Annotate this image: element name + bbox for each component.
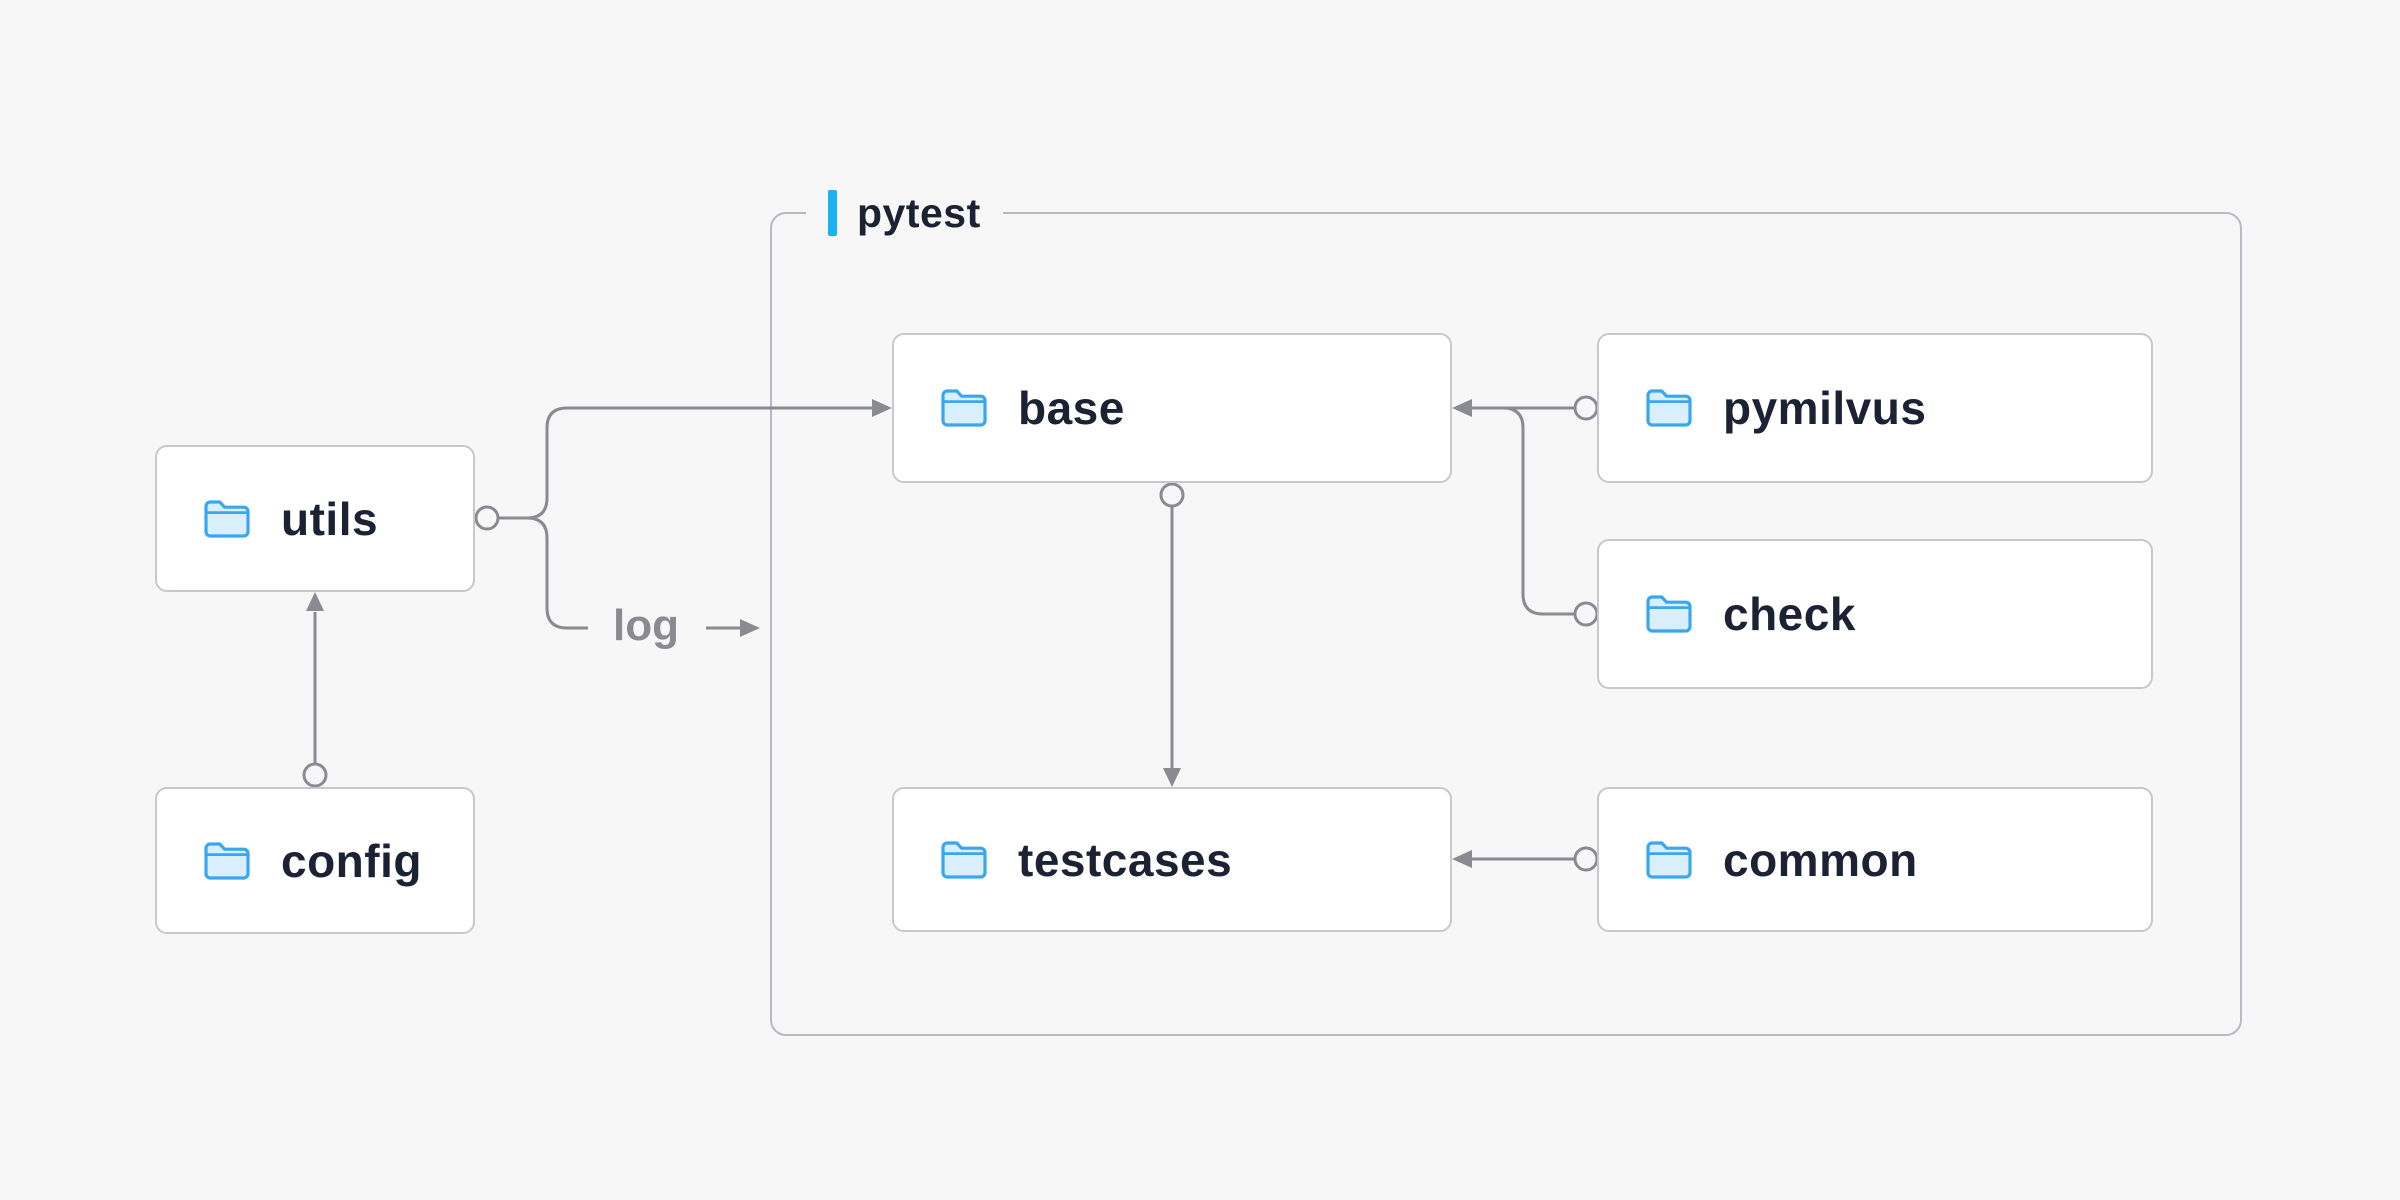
node-utils: utils bbox=[155, 445, 475, 592]
node-base: base bbox=[892, 333, 1452, 483]
log-edge-label: log bbox=[613, 601, 679, 650]
node-testcases: testcases bbox=[892, 787, 1452, 932]
node-label: utils bbox=[281, 492, 379, 545]
edge-config-utils bbox=[302, 592, 328, 788]
edge-utils-log bbox=[498, 516, 760, 637]
node-label: check bbox=[1723, 588, 1856, 640]
pytest-group-label-text: pytest bbox=[857, 189, 981, 236]
accent-bar-icon bbox=[828, 190, 837, 236]
node-pymilvus: pymilvus bbox=[1597, 333, 2153, 483]
folder-icon bbox=[1645, 593, 1693, 635]
folder-icon bbox=[203, 498, 251, 540]
node-label: base bbox=[1018, 382, 1125, 434]
edge-base-testcases bbox=[1159, 482, 1185, 787]
edge-common-testcases bbox=[1452, 846, 1599, 872]
node-label: pymilvus bbox=[1723, 382, 1927, 434]
edge-utils-base bbox=[474, 399, 892, 531]
node-common: common bbox=[1597, 787, 2153, 932]
node-label: common bbox=[1723, 833, 1918, 886]
folder-icon bbox=[940, 387, 988, 429]
pytest-group bbox=[770, 212, 2242, 1036]
node-check: check bbox=[1597, 539, 2153, 689]
node-config: config bbox=[155, 787, 475, 934]
folder-icon bbox=[203, 840, 251, 882]
folder-icon bbox=[1645, 387, 1693, 429]
edge-check-base bbox=[1470, 406, 1599, 627]
pytest-group-label: pytest bbox=[806, 184, 1003, 242]
node-label: testcases bbox=[1018, 833, 1233, 886]
node-label: config bbox=[281, 834, 422, 887]
folder-icon bbox=[1645, 839, 1693, 881]
folder-icon bbox=[940, 839, 988, 881]
